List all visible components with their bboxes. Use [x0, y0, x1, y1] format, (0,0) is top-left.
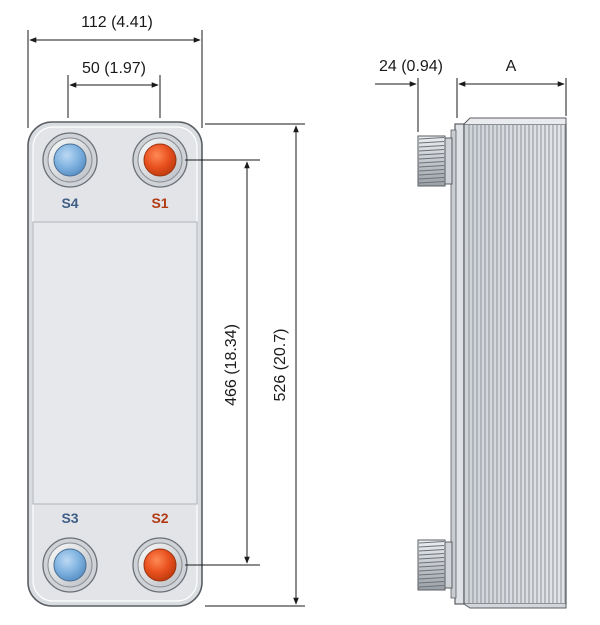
port-s3-opening	[53, 548, 87, 582]
port-s4	[42, 132, 98, 188]
thread-groove	[418, 145, 445, 148]
side-dimensions	[375, 78, 567, 132]
thread-groove	[418, 173, 445, 176]
thread-groove	[418, 585, 445, 588]
thread-groove	[418, 177, 445, 180]
thread-groove	[418, 545, 445, 548]
thread-groove	[418, 549, 445, 552]
thread-groove	[418, 181, 445, 184]
plate-face	[32, 221, 198, 505]
threaded-connection-top	[417, 135, 453, 187]
plate-pack	[463, 123, 567, 605]
port-s2-opening	[143, 548, 177, 582]
port-s4-label: S4	[61, 195, 78, 211]
thread-groove	[418, 141, 445, 144]
thread-groove	[418, 157, 445, 160]
port-s1	[132, 132, 188, 188]
port-s3-label: S3	[61, 510, 78, 526]
port-s1-label: S1	[151, 195, 168, 211]
thread-groove	[418, 557, 445, 560]
thread-groove	[418, 553, 445, 556]
port-s1-opening	[143, 143, 177, 177]
overall-height-label: 526 (20.7)	[272, 329, 289, 402]
front-view: S4 S1 S3 S2	[27, 121, 203, 607]
thread-groove	[418, 573, 445, 576]
port-spacing-label: 50 (1.97)	[82, 60, 146, 77]
thread-groove	[418, 569, 445, 572]
pack-length-label: A	[506, 58, 517, 75]
thread-groove	[418, 153, 445, 156]
thread-groove	[418, 577, 445, 580]
port-s4-opening	[53, 143, 87, 177]
side-view	[417, 117, 567, 609]
thread-groove	[418, 137, 445, 140]
port-s2	[132, 537, 188, 593]
thread-groove	[418, 541, 445, 544]
thread-groove	[418, 165, 445, 168]
overall-width-label: 112 (4.41)	[81, 14, 153, 31]
front-dimensions	[27, 30, 305, 607]
thread-groove	[418, 565, 445, 568]
threaded-connection-bottom	[417, 539, 453, 591]
port-s3	[42, 537, 98, 593]
thread-groove	[418, 581, 445, 584]
connection-length-label: 24 (0.94)	[379, 58, 443, 75]
thread-groove	[418, 161, 445, 164]
thread-groove	[418, 149, 445, 152]
port-centers-height-label: 466 (18.34)	[223, 324, 240, 406]
port-s2-label: S2	[151, 510, 168, 526]
thread-groove	[418, 169, 445, 172]
plate-pack-lines	[468, 125, 566, 603]
thread-groove	[418, 561, 445, 564]
